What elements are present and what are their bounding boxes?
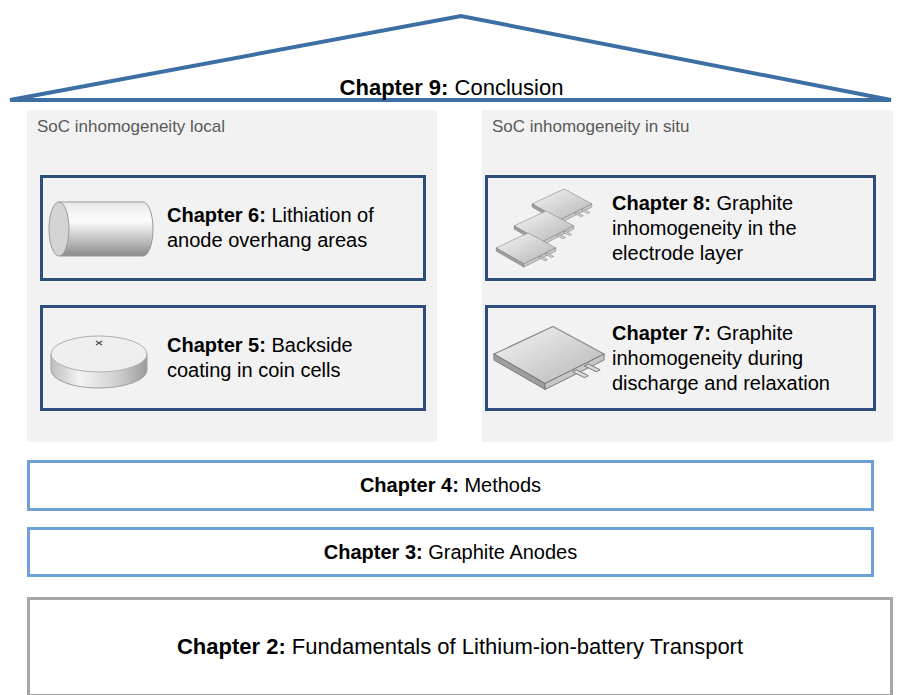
node-text: Chapter 4: Methods — [360, 473, 541, 498]
node-text: SoC inhomogeneity in situ — [492, 116, 690, 137]
chapter-number: Chapter 9: — [340, 75, 449, 100]
chapter-title: Fundamentals of Lithium-ion-battery Tran… — [292, 634, 743, 659]
chapter-number: Chapter 5: — [167, 334, 266, 356]
cell-illustration — [47, 198, 155, 264]
chapter-title: SoC inhomogeneity in situ — [492, 117, 690, 136]
chapter-number: Chapter 2: — [177, 634, 286, 659]
chapter-number: Chapter 7: — [612, 322, 711, 344]
cell-illustration — [490, 184, 602, 274]
chapter-title: Methods — [464, 474, 541, 496]
node-text: Chapter 2: Fundamentals of Lithium-ion-b… — [177, 633, 743, 661]
node-text: Chapter 7: Graphite inhomogeneity during… — [612, 321, 865, 396]
chapter-box: Chapter 6: Lithiation of anode overhang … — [40, 175, 426, 281]
node-text: Chapter 8: Graphite inhomogeneity in the… — [612, 191, 865, 266]
chapter-box: Chapter 5: Backside coating in coin cell… — [40, 305, 426, 411]
chapter-bar: Chapter 4: Methods — [27, 460, 874, 511]
roof-node: Chapter 9: Conclusion — [8, 12, 895, 106]
cell-illustration — [47, 332, 151, 396]
chapter-number: Chapter 3: — [324, 541, 423, 563]
group-panel: SoC inhomogeneity localChapter 6: Lithia… — [27, 110, 437, 442]
node-text: Chapter 6: Lithiation of anode overhang … — [167, 203, 415, 253]
chapter-foundation: Chapter 2: Fundamentals of Lithium-ion-b… — [27, 597, 893, 695]
chapter-number: Chapter 6: — [167, 204, 266, 226]
node-text: Chapter 5: Backside coating in coin cell… — [167, 333, 415, 383]
node-text: SoC inhomogeneity local — [37, 116, 225, 137]
node-text: Chapter 9: Conclusion — [340, 74, 564, 102]
cell-illustration — [490, 318, 608, 402]
chapter-title: SoC inhomogeneity local — [37, 117, 225, 136]
chapter-title: Graphite Anodes — [428, 541, 577, 563]
chapter-box: Chapter 7: Graphite inhomogeneity during… — [485, 305, 876, 411]
node-text: Chapter 3: Graphite Anodes — [324, 540, 577, 565]
chapter-box: Chapter 8: Graphite inhomogeneity in the… — [485, 175, 876, 281]
chapter-number: Chapter 8: — [612, 192, 711, 214]
chapter-title: Conclusion — [455, 75, 564, 100]
chapter-number: Chapter 4: — [360, 474, 459, 496]
group-panel: SoC inhomogeneity in situChapter 8: Grap… — [482, 110, 893, 442]
chapter-bar: Chapter 3: Graphite Anodes — [27, 527, 874, 577]
